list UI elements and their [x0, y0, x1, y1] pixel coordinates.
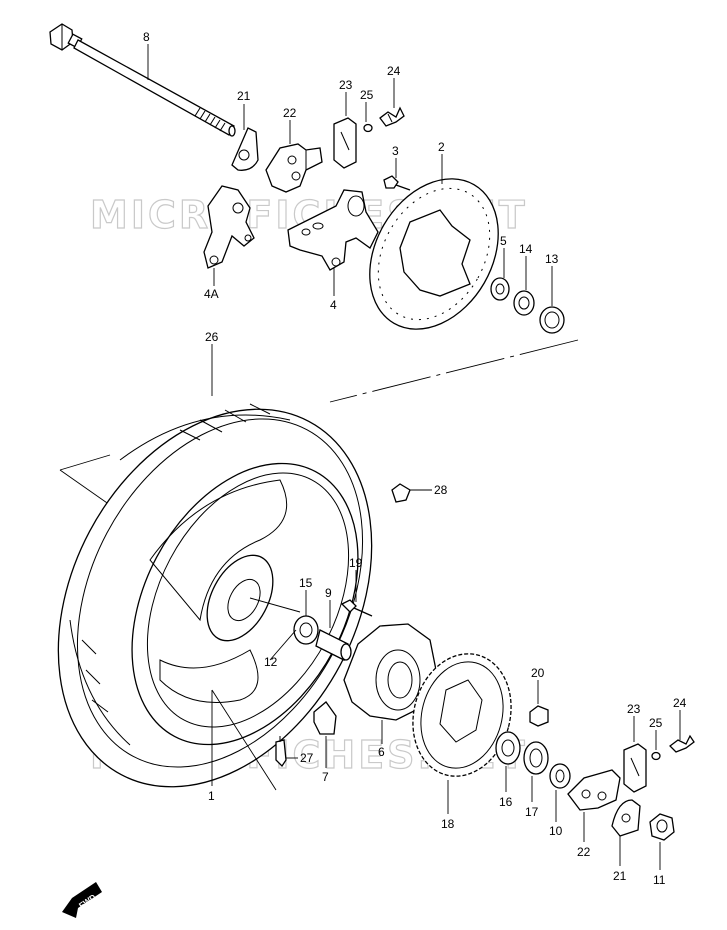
washer-top	[363, 123, 373, 133]
callout-25-top: 25	[360, 88, 374, 102]
chain-adjuster-plate-top	[231, 127, 259, 171]
callout-16: 16	[499, 795, 513, 809]
bearing-15	[293, 615, 319, 645]
callout-11: 11	[653, 873, 666, 887]
oil-seal	[523, 741, 549, 775]
axle-nut	[649, 813, 675, 841]
adjuster-cover-bottom	[623, 743, 647, 793]
sprocket-nut	[529, 705, 549, 727]
rear-axle	[49, 23, 236, 137]
callout-17: 17	[525, 805, 539, 819]
bearing-14	[513, 290, 535, 316]
callout-8: 8	[143, 30, 150, 44]
spacer-9	[315, 629, 352, 661]
callout-28: 28	[434, 483, 448, 497]
callout-13: 13	[545, 252, 559, 266]
callout-5: 5	[500, 234, 507, 248]
chain-adjuster-plate-bottom	[611, 799, 641, 837]
cush-damper	[313, 701, 337, 735]
callout-24-top: 24	[387, 64, 401, 78]
bolt-top	[379, 106, 405, 127]
callout-22-top: 22	[283, 106, 297, 120]
wheel-rim	[131, 462, 359, 746]
callout-2: 2	[438, 140, 445, 154]
callout-18: 18	[441, 817, 455, 831]
forward-arrow: FWD	[62, 882, 102, 918]
spacer-5	[490, 277, 510, 301]
callout-23-top: 23	[339, 78, 353, 92]
callout-4: 4	[330, 298, 337, 312]
callout-25-bottom: 25	[649, 716, 663, 730]
callout-22-bottom: 22	[577, 845, 591, 859]
callout-numbers: 8 21 22 23 25 24 3 2 4A 4 5 14 13 26 28 …	[143, 30, 687, 887]
callout-20: 20	[531, 666, 545, 680]
callout-9: 9	[325, 586, 332, 600]
brake-disc	[369, 178, 499, 330]
callout-12: 12	[264, 655, 278, 669]
callout-21-bottom: 21	[613, 869, 627, 883]
callout-10: 10	[549, 824, 563, 838]
callout-24-bottom: 24	[673, 696, 687, 710]
callout-14: 14	[519, 242, 533, 256]
callout-21-top: 21	[237, 89, 251, 103]
callout-6: 6	[378, 745, 385, 759]
tire-valve	[275, 736, 287, 768]
callout-3: 3	[392, 144, 399, 158]
hub-bolt	[340, 599, 373, 617]
caliper-bracket-4	[287, 189, 379, 271]
callout-26: 26	[205, 330, 219, 344]
adjuster-cover-top	[333, 117, 357, 169]
callout-4a: 4A	[204, 287, 219, 301]
callout-27: 27	[300, 751, 314, 765]
bearing-13	[539, 306, 565, 334]
disc-bolt	[383, 175, 411, 191]
chain-adjuster-bottom	[567, 769, 621, 811]
callout-7: 7	[322, 770, 329, 784]
balance-weight	[391, 483, 411, 503]
washer-bottom	[651, 751, 661, 761]
callout-19: 19	[349, 556, 363, 570]
callout-1: 1	[208, 789, 215, 803]
leader-lines	[147, 44, 681, 870]
spacer-10	[549, 763, 571, 789]
callout-15: 15	[299, 576, 313, 590]
bolt-bottom	[669, 734, 695, 753]
rear-sprocket	[412, 653, 512, 777]
bearing-16	[495, 731, 521, 765]
caliper-bracket-4a	[203, 185, 255, 269]
callout-23-bottom: 23	[627, 702, 641, 716]
chain-adjuster-top	[265, 143, 323, 193]
